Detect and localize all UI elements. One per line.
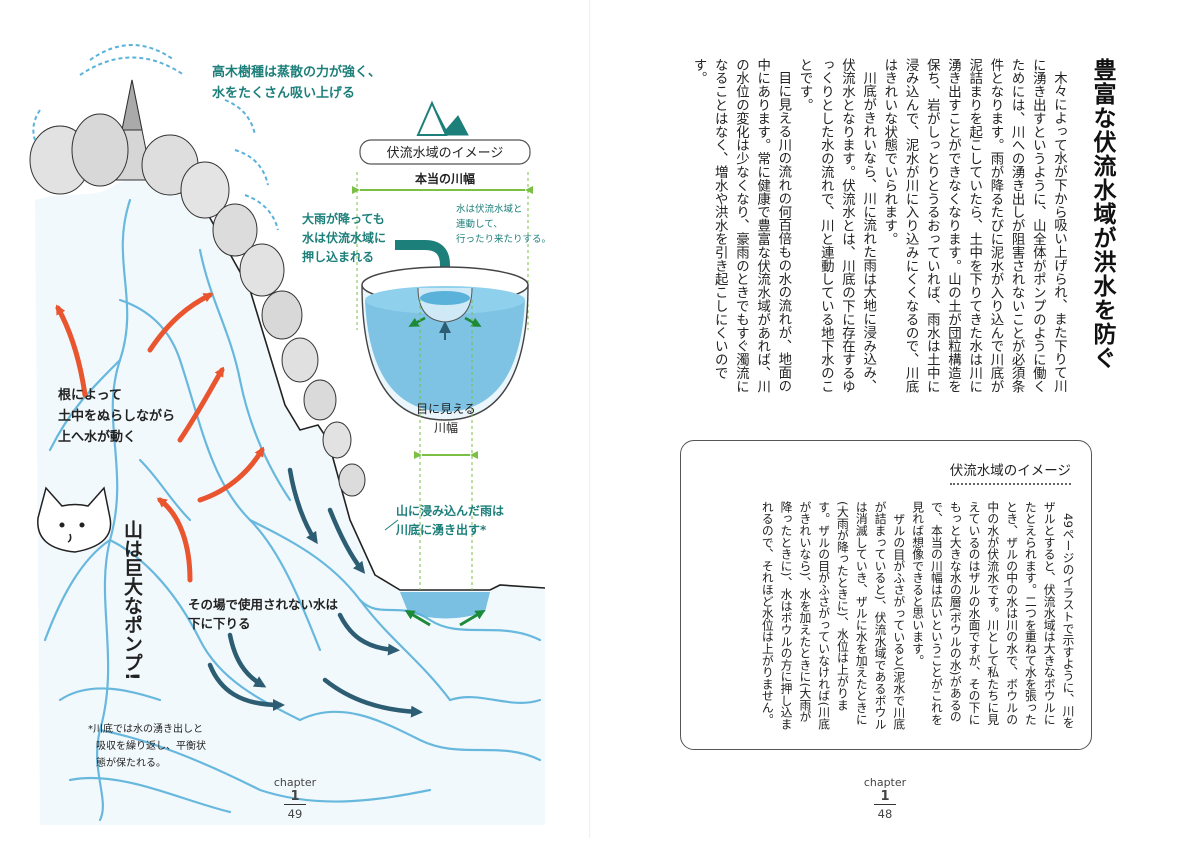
upward-arrows (55, 292, 265, 583)
heavy-rain-line-1: 大雨が降っても (302, 211, 385, 226)
visible-width-line-1: 目に見える (416, 402, 476, 416)
true-width-label: 本当の川幅 (415, 171, 475, 186)
footnote-line-1: *川底では水の湧き出しと (88, 722, 203, 735)
box-paragraph: 49ページのイラストで示すように、川をザルとすると、伏流水域は大きなボウルにたと… (910, 501, 1075, 729)
right-page-text: 豊富な伏流水域が洪水を防ぐ 木々によって水が下から吸い上げられ、また下りて川に湧… (590, 0, 1181, 838)
image-title: 伏流水域のイメージ (387, 146, 504, 161)
mountain-icon (416, 100, 469, 136)
tall-trees-line-1: 高木樹種は蒸散の力が強く、 (212, 64, 381, 80)
seep-line-1: 山に浸み込んだ雨は (396, 503, 504, 518)
footnote: *川底では水の湧き出しと 吸収を繰り返し、平衡状 態が保たれる。 (88, 722, 206, 769)
label-heavy-rain: 大雨が降っても 水は伏流水域に 押し込まれる (302, 211, 386, 264)
unused-water-line-1: その場で使用されない水は (188, 597, 339, 612)
heavy-rain-line-2: 水は伏流水域に (302, 230, 386, 245)
footnote-line-2: 吸収を繰り返し、平衡状 (96, 739, 206, 752)
label-unused-water: その場で使用されない水は 下に下りる (188, 597, 339, 631)
chapter-label: chapter (863, 776, 907, 789)
linked-line-2: 連動して、 (456, 218, 503, 230)
page-number: 49 (287, 807, 303, 821)
label-tall-trees: 高木樹種は蒸散の力が強く、 水をたくさん吸い上げる (212, 64, 381, 101)
bowl-diagram (361, 266, 529, 421)
page-number: 48 (877, 807, 893, 821)
chapter-number: 1 (284, 789, 306, 805)
label-visible-width: 目に見える 川幅 (416, 402, 476, 435)
body-paragraph: 木々によって水が下から吸い上げられ、また下りて川に湧き出すというように、山全体が… (881, 58, 1066, 393)
footnote-line-3: 態が保たれる。 (96, 756, 166, 769)
push-arrow (395, 240, 453, 293)
downward-arrows (207, 467, 423, 718)
tall-trees-line-2: 水をたくさん吸い上げる (212, 85, 355, 101)
spring-arrows (404, 609, 486, 627)
sidebar-box: 伏流水域のイメージ 49ページのイラストで示すように、川をザルとすると、伏流水域… (680, 440, 1092, 750)
cat-face-icon (37, 486, 112, 553)
roots-line-3: 上へ水が動く (58, 429, 136, 445)
visible-width-line-2: 川幅 (434, 420, 458, 435)
mountain-pump-label: 山は巨大なポンプ! (121, 520, 143, 681)
heavy-rain-line-3: 押し込まれる (302, 249, 374, 264)
linked-line-1: 水は伏流水域と (456, 203, 523, 215)
left-page-illustration: 高木樹種は蒸散の力が強く、 水をたくさん吸い上げる 伏流水域のイメージ 本当の川… (0, 0, 590, 838)
page-number-left: chapter 1 49 (265, 776, 325, 821)
transpiration-marks (32, 44, 279, 231)
roots-line-1: 根によって (58, 387, 122, 403)
box-text: 49ページのイラストで示すように、川をザルとすると、伏流水域は大きなボウルにたと… (757, 501, 1077, 733)
label-seep: 山に浸み込んだ雨は 川底に湧き出す* (395, 503, 504, 537)
body-paragraph: 目に見える川の流れの何百倍もの水の流れが、地面の中にあります。常に健康で豊富な伏… (690, 58, 791, 393)
mountain-illustration: 高木樹種は蒸散の力が強く、 水をたくさん吸い上げる 伏流水域のイメージ 本当の川… (29, 44, 551, 826)
box-paragraph: ザルの目がふさがっていると(泥水で川底が詰まっていると)、伏流水域であるボウルは… (760, 501, 906, 730)
seep-line-2: 川底に湧き出す* (395, 522, 487, 537)
label-linked: 水は伏流水域と 連動して、 行ったり来たりする。 (456, 203, 551, 245)
forest-trees (29, 79, 366, 497)
image-title-box (359, 139, 531, 165)
river-pool (400, 592, 490, 619)
chapter-number: 1 (874, 789, 896, 805)
box-heading: 伏流水域のイメージ (949, 459, 1071, 485)
linked-line-3: 行ったり来たりする。 (456, 233, 551, 245)
page-title: 豊富な伏流水域が洪水を防ぐ (1089, 58, 1115, 370)
chapter-label: chapter (273, 776, 317, 789)
body-paragraph: 川底がきれいなら、川に流れた雨は大地に浸み込み、伏流水となります。伏流水とは、川… (796, 58, 876, 393)
page-number-right: chapter 1 48 (855, 776, 915, 821)
unused-water-line-2: 下に下りる (188, 616, 251, 631)
label-roots: 根によって 土中をぬらしながら 上へ水が動く (58, 387, 175, 445)
body-text: 木々によって水が下から吸い上げられ、また下りて川に湧き出すというように、山全体が… (687, 58, 1069, 398)
gutter (589, 0, 591, 838)
roots-line-2: 土中をぬらしながら (58, 408, 175, 424)
